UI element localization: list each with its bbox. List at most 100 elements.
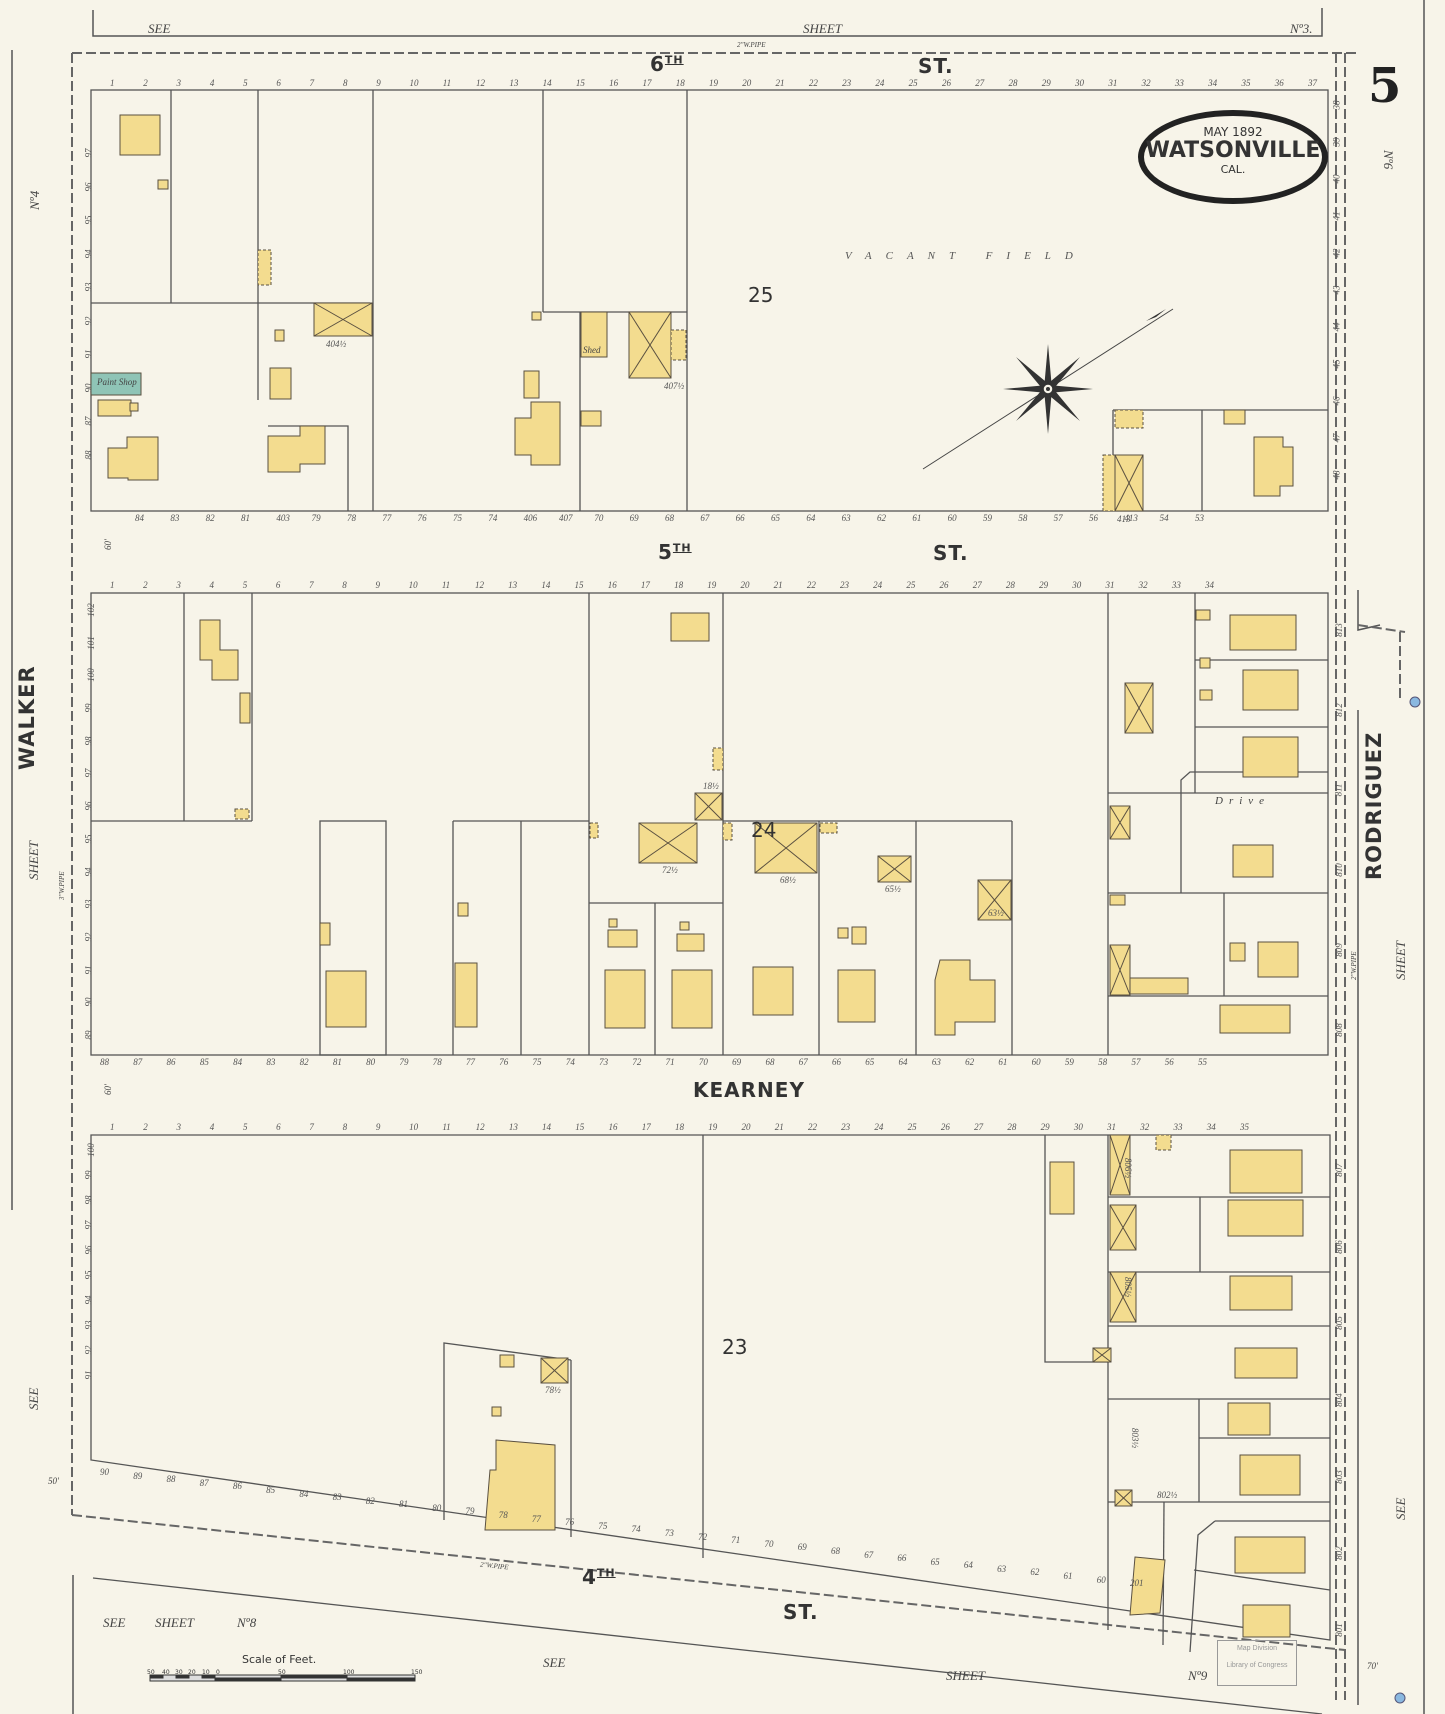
address-number: 32: [1141, 78, 1151, 88]
address-number: 8: [342, 580, 347, 590]
address-number: 83: [332, 1492, 342, 1503]
address-number: 43: [1331, 285, 1342, 295]
ref-top-no[interactable]: Nº3.: [1290, 21, 1313, 36]
address-number: 10: [408, 580, 418, 590]
address-number: 813: [1333, 623, 1344, 637]
ref-bottom-no[interactable]: Nº9: [1188, 1668, 1208, 1683]
address-number: 17: [641, 1122, 651, 1132]
address-number: 72: [698, 1531, 708, 1542]
drive-label: Drive: [1215, 795, 1271, 807]
address-number: 1: [110, 1122, 115, 1132]
address-number: 61: [998, 1057, 1008, 1067]
address-number: 7: [309, 1122, 314, 1132]
address-number: 201: [1130, 1578, 1144, 1589]
address-number: 94: [83, 1295, 94, 1305]
address-number: 403: [276, 513, 290, 523]
hydrant-icon: [1409, 696, 1421, 708]
address-number: 15: [575, 78, 585, 88]
address-number: 15: [574, 580, 584, 590]
address-number: 21: [775, 78, 785, 88]
address-number: 102: [85, 603, 96, 617]
address-number: 12: [476, 78, 486, 88]
address-number: 63: [841, 513, 851, 523]
address-number: 88: [100, 1057, 109, 1067]
address-number: 78: [347, 513, 356, 523]
ref-right-sheet[interactable]: SHEET: [1393, 941, 1408, 980]
address-number: 11: [442, 78, 452, 88]
ref-left-sheet[interactable]: SHEET: [26, 841, 41, 880]
address-number: 24: [873, 580, 883, 590]
address-number: 62: [1030, 1567, 1040, 1578]
address-number: 83: [170, 513, 180, 523]
address-number: 31: [1108, 78, 1118, 88]
address-number: 81: [399, 1499, 409, 1510]
ref-left-no[interactable]: Nº4: [27, 190, 42, 210]
address-number: 18: [675, 1122, 684, 1132]
ref-top-sheet[interactable]: SHEET: [803, 21, 842, 36]
address-number: 7: [309, 580, 314, 590]
ref-top-see[interactable]: SEE: [148, 21, 171, 36]
address-number: 96: [83, 1245, 94, 1255]
address-number: 12: [475, 1122, 485, 1132]
address-number: 99: [83, 703, 94, 713]
address-number: 8: [342, 1122, 348, 1132]
address-number: 97: [83, 1220, 94, 1230]
address-number: 60: [947, 513, 957, 523]
ref-right-see[interactable]: SEE: [1393, 1497, 1408, 1520]
address-number: 5: [242, 1122, 248, 1132]
bldg-label: 78½: [545, 1385, 561, 1395]
address-number: 18: [675, 78, 685, 88]
address-number: 13: [508, 1122, 518, 1132]
address-number: 6: [275, 580, 281, 590]
address-number: 80: [366, 1057, 376, 1067]
street-5th-st: ST.: [933, 541, 969, 565]
address-number: 19: [709, 78, 718, 88]
address-number: 11: [441, 580, 451, 590]
bldg-label: 18½: [703, 781, 719, 791]
address-number: 4: [209, 1122, 215, 1132]
address-number: 8: [342, 78, 348, 88]
address-number: 74: [488, 513, 498, 523]
address-number: 64: [806, 513, 816, 523]
address-number: 47: [1331, 433, 1342, 443]
address-number: 4: [209, 78, 215, 88]
ref-bottom-see[interactable]: SEE: [543, 1655, 566, 1670]
pipe-4th: [71, 1514, 1346, 1651]
address-number: 9: [375, 580, 380, 590]
ref-right-no[interactable]: Nº6: [1381, 150, 1396, 170]
ref-left-see[interactable]: SEE: [26, 1387, 41, 1410]
address-number: 40: [1331, 174, 1342, 184]
address-number: 39: [1331, 137, 1342, 147]
address-number: 27: [975, 78, 985, 88]
address-number: 23: [842, 78, 852, 88]
address-number: 34: [1208, 78, 1218, 88]
address-number: 77: [466, 1057, 475, 1067]
address-number: 28: [1008, 78, 1018, 88]
block-number-24: 24: [751, 818, 777, 842]
ref-bl-sheet[interactable]: SHEET: [155, 1615, 194, 1630]
address-number: 86: [232, 1481, 242, 1492]
pipe-label-walker: 3"W.PIPE: [58, 871, 66, 900]
address-number: 65: [865, 1057, 875, 1067]
address-number: 36: [1274, 78, 1284, 88]
address-number: 77: [382, 513, 392, 523]
address-number: 95: [83, 1270, 94, 1280]
address-number: 75: [453, 513, 462, 523]
address-number: 83: [266, 1057, 276, 1067]
address-number: 59: [983, 513, 992, 523]
bldg-label: 68½: [780, 875, 796, 885]
compass-rose-icon: [922, 308, 1174, 470]
scale-tick: 0: [216, 1669, 220, 1676]
ref-bl-no[interactable]: Nº8: [237, 1615, 257, 1630]
address-number: 3: [176, 1122, 181, 1132]
address-number: 38: [1331, 100, 1342, 110]
address-number: 5: [242, 580, 248, 590]
ref-bottom-sheet[interactable]: SHEET: [946, 1668, 985, 1683]
address-number: 67: [700, 513, 710, 523]
ref-bl-see[interactable]: SEE: [103, 1615, 126, 1630]
shed-label: Shed: [583, 345, 601, 355]
address-number: 71: [665, 1057, 675, 1067]
address-number: 802: [1333, 1546, 1344, 1561]
address-number: 13: [508, 580, 518, 590]
